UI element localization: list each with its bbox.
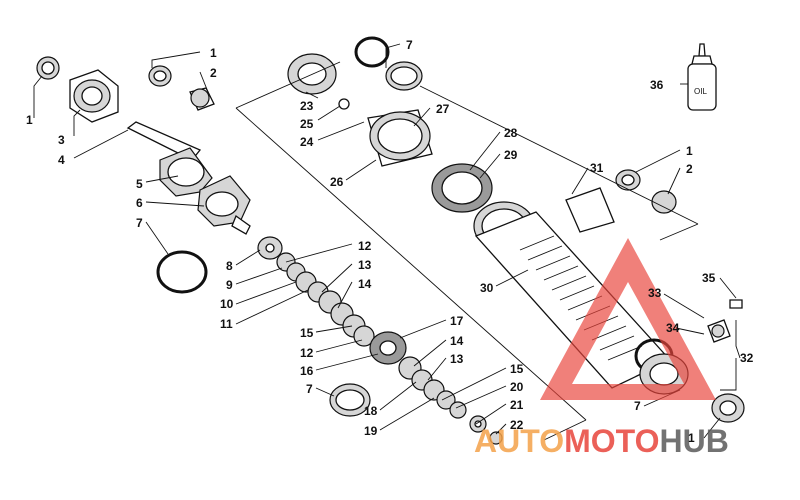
oil-bottle: OIL xyxy=(687,43,717,111)
callout-c2a: 2 xyxy=(210,66,217,80)
callout-c14b: 14 xyxy=(450,334,464,348)
watermark-part-auto: AUTO xyxy=(474,423,564,459)
callout-c31: 31 xyxy=(590,161,604,175)
reservoir-top xyxy=(287,36,433,167)
callout-labels: 1 2 1 3 4 5 6 7 8 9 10 11 12 13 14 15 12… xyxy=(26,38,754,445)
callout-c1c: 1 xyxy=(686,144,693,158)
callout-c27: 27 xyxy=(436,102,450,116)
watermark-triangle-logo xyxy=(540,238,716,400)
callout-c34: 34 xyxy=(666,321,680,335)
callout-c28: 28 xyxy=(504,126,518,140)
watermark-part-moto: MOTO xyxy=(564,423,659,459)
callout-c19: 19 xyxy=(364,424,378,438)
callout-c29: 29 xyxy=(504,148,518,162)
callout-c30: 30 xyxy=(480,281,494,295)
watermark-text: AUTOMOTOHUB xyxy=(474,423,729,459)
callout-c10: 10 xyxy=(220,297,234,311)
shock-body xyxy=(473,187,745,423)
callout-c15b: 15 xyxy=(510,362,524,376)
bushing-right xyxy=(615,169,677,214)
callout-c16: 16 xyxy=(300,364,314,378)
shock-shaft xyxy=(126,121,251,235)
callout-c1b: 1 xyxy=(26,113,33,127)
callout-c5: 5 xyxy=(136,177,143,191)
leader-lines xyxy=(33,43,741,441)
callout-c33: 33 xyxy=(648,286,662,300)
callout-c23: 23 xyxy=(300,99,314,113)
valve-cap xyxy=(707,299,743,343)
callout-c7b: 7 xyxy=(306,382,313,396)
callout-c7c: 7 xyxy=(406,38,413,52)
bearing-lower xyxy=(329,383,371,417)
parts-drawing: OIL xyxy=(36,36,745,445)
callout-c36: 36 xyxy=(650,78,664,92)
oil-bottle-label: OIL xyxy=(694,87,707,96)
callout-c14a: 14 xyxy=(358,277,372,291)
callout-c26: 26 xyxy=(330,175,344,189)
callout-c24: 24 xyxy=(300,135,314,149)
callout-c9: 9 xyxy=(226,278,233,292)
callout-c18: 18 xyxy=(364,404,378,418)
callout-c25: 25 xyxy=(300,117,314,131)
callout-c32: 32 xyxy=(740,351,754,365)
callout-c1d: 1 xyxy=(688,431,695,445)
callout-c15a: 15 xyxy=(300,326,314,340)
automotohub-watermark: AUTOMOTOHUB xyxy=(474,238,729,459)
callout-c22: 22 xyxy=(510,418,524,432)
bushing-top-left xyxy=(36,56,215,123)
callout-c2b: 2 xyxy=(686,162,693,176)
valve-stack xyxy=(257,236,503,445)
callout-c20: 20 xyxy=(510,380,524,394)
callout-c21: 21 xyxy=(510,398,524,412)
callout-c12b: 12 xyxy=(300,346,314,360)
callout-c13a: 13 xyxy=(358,258,372,272)
watermark-part-hub: HUB xyxy=(659,423,728,459)
callout-c3: 3 xyxy=(58,133,65,147)
callout-c6: 6 xyxy=(136,196,143,210)
callout-c8: 8 xyxy=(226,259,233,273)
spring-adjuster xyxy=(431,163,493,213)
callout-c4: 4 xyxy=(58,153,65,167)
o-ring-left xyxy=(156,250,208,294)
callout-c13b: 13 xyxy=(450,352,464,366)
callout-c11: 11 xyxy=(220,317,233,331)
callout-c35: 35 xyxy=(702,271,716,285)
callout-c7d: 7 xyxy=(634,399,641,413)
callout-c1a: 1 xyxy=(210,46,217,60)
callout-c7a: 7 xyxy=(136,216,143,230)
callout-c12a: 12 xyxy=(358,239,372,253)
callout-c17: 17 xyxy=(450,314,464,328)
